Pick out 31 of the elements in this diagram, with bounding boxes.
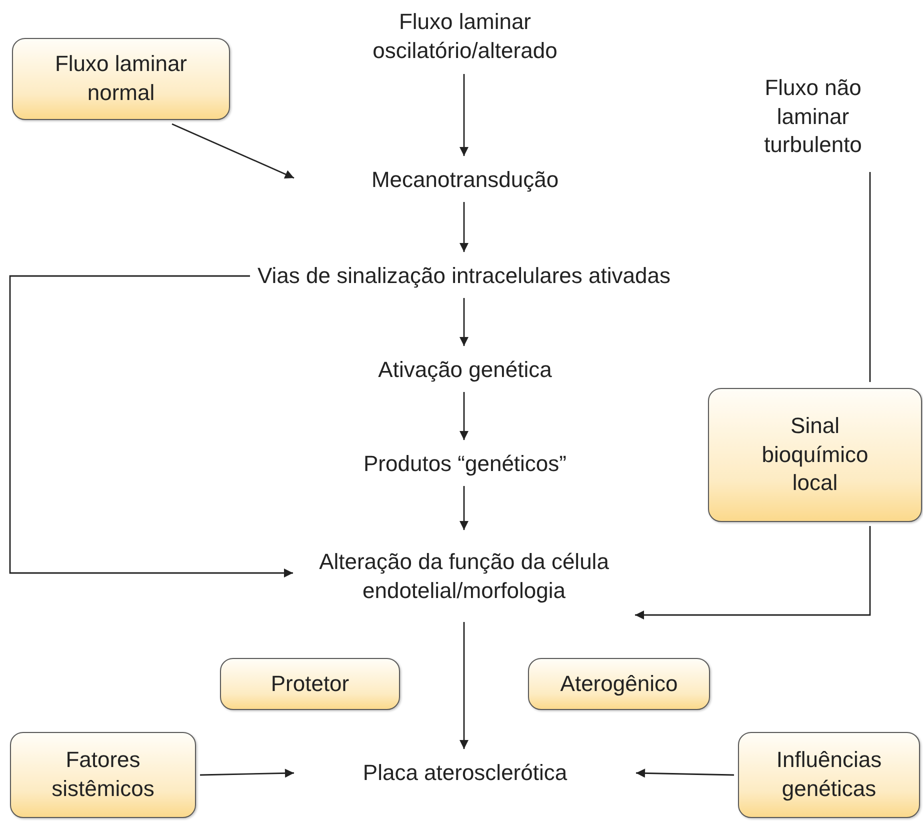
- arrow: [460, 622, 468, 749]
- arrow: [460, 202, 468, 252]
- arrow: [460, 486, 468, 530]
- arrow: [636, 768, 734, 778]
- text-label: Placa aterosclerótica: [362, 758, 568, 787]
- arrow: [460, 392, 468, 440]
- text-label: Alteração da função da célula endotelial/morfologia: [318, 548, 610, 605]
- box-label: Aterogênico: [560, 670, 678, 698]
- rounded-box: [220, 658, 400, 710]
- box-label: Fatores sistêmicos: [50, 746, 156, 803]
- rounded-box: [12, 38, 230, 120]
- arrow: [635, 526, 871, 620]
- arrow: [460, 74, 468, 156]
- arrow: [9, 275, 293, 578]
- rounded-box: [528, 658, 710, 710]
- arrow: [200, 768, 294, 778]
- text-label: Mecanotransdução: [371, 166, 559, 194]
- text-label: Produtos “genéticos”: [364, 450, 566, 478]
- box-label: Fluxo laminar normal: [54, 50, 188, 107]
- rounded-box: [708, 388, 922, 522]
- rounded-box: [10, 732, 196, 818]
- text-label: Fluxo laminar oscilatório/alterado: [372, 8, 558, 65]
- rounded-box: [738, 732, 920, 818]
- text-label: Ativação genética: [378, 356, 552, 384]
- box-label: Sinal bioquímico local: [760, 412, 870, 498]
- arrow: [172, 123, 294, 179]
- text-label: Fluxo não laminar turbulento: [763, 74, 863, 160]
- box-label: Influências genéticas: [775, 746, 883, 803]
- box-label: Protetor: [270, 670, 350, 698]
- arrow: [460, 298, 468, 346]
- text-label: Vias de sinalização intracelulares ativadas: [258, 262, 670, 290]
